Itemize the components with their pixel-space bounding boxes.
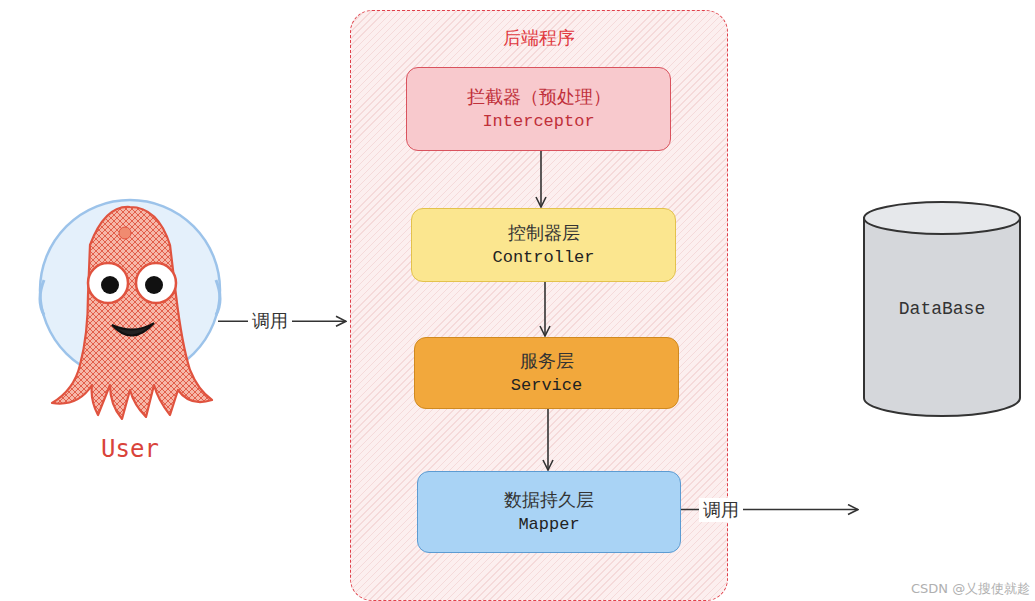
node-subtitle: Mapper: [518, 513, 579, 538]
user-figure: User: [30, 185, 230, 475]
node-subtitle: Controller: [492, 246, 594, 271]
user-illustration: [30, 185, 230, 425]
node-title: User: [101, 432, 159, 467]
node-title: DataBase: [899, 296, 985, 322]
process-box: 控制器层Controller: [411, 208, 676, 282]
database-cylinder: DataBase: [862, 200, 1022, 418]
edge-label: 调用: [699, 498, 743, 522]
group-region: 后端程序拦截器（预处理）Interceptor 控制器层Controller 服务层…: [350, 10, 728, 601]
node-subtitle: Service: [511, 374, 582, 399]
node-title: 后端程序: [503, 25, 575, 51]
node-title: 服务层: [520, 348, 574, 374]
edge-label: 调用: [248, 309, 292, 333]
process-box: 数据持久层Mapper: [417, 471, 681, 553]
node-subtitle: Interceptor: [482, 110, 594, 135]
node-title: 控制器层: [508, 220, 580, 246]
process-box: 拦截器（预处理）Interceptor: [406, 67, 671, 151]
process-box: 服务层Service: [414, 337, 679, 409]
node-title: 拦截器（预处理）: [467, 84, 611, 110]
watermark: CSDN @乂搜使就趁: [911, 580, 1030, 598]
node-title: 数据持久层: [504, 487, 594, 513]
